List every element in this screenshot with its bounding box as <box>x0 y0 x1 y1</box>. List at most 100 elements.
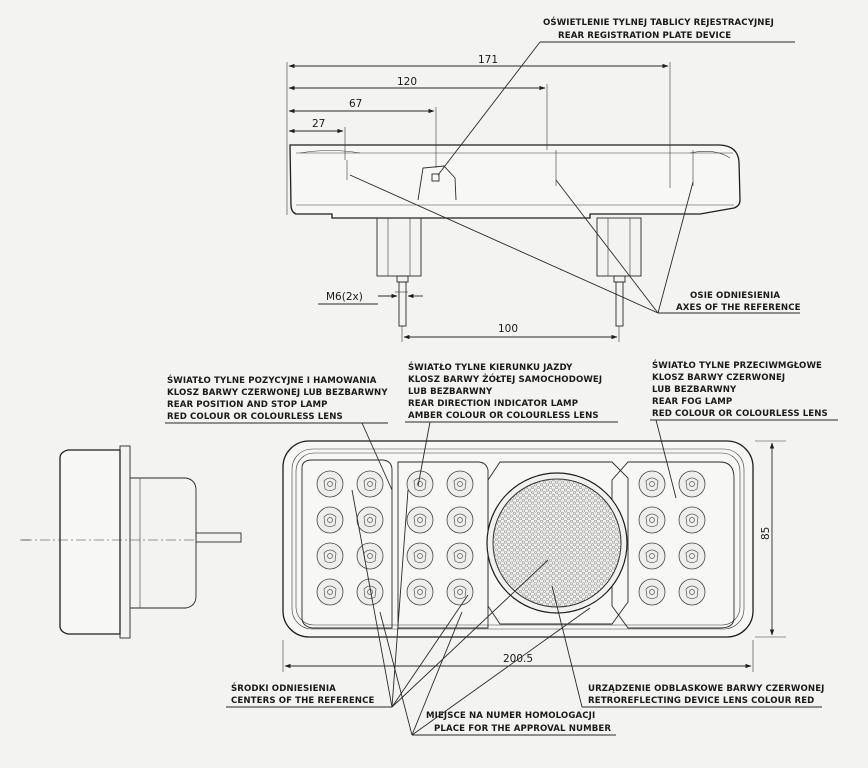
fog-line-4: REAR FOG LAMP <box>652 397 732 407</box>
centers-leader-3 <box>391 594 469 708</box>
front-view: 85 200.5 ŚWIATŁO TYLNE POZYCYJNE I HAMOW… <box>165 359 838 736</box>
reg-plate-label-pl: OŚWIETLENIE TYLNEJ TABLICY REJESTRACYJNE… <box>543 16 774 28</box>
centers-leader-1 <box>351 489 393 708</box>
dimension-85: 85 <box>760 527 772 540</box>
dimension-100: 100 <box>498 323 518 335</box>
compartment-position-stop <box>301 459 393 629</box>
axes-leader-1 <box>349 174 659 314</box>
led-cell <box>638 506 666 534</box>
top-view-lens-curve-right <box>689 151 731 159</box>
top-view: 171 120 67 27 M6(2x) 100 OŚWIETLENIE TYL… <box>286 16 801 342</box>
left-mounting-stud <box>376 217 422 327</box>
led-cell <box>356 578 384 606</box>
led-group-fog <box>638 470 706 606</box>
led-cell <box>446 506 474 534</box>
position-stop-line-2: KLOSZ BARWY CZERWONEJ LUB BEZBARWNY <box>167 388 388 398</box>
thread-size: M6(2x) <box>326 291 363 303</box>
reflector-housing <box>487 461 629 625</box>
label-centers: ŚRODKI ODNIESIENIA CENTERS OF THE REFERE… <box>226 489 549 708</box>
position-stop-line-3: REAR POSITION AND STOP LAMP <box>167 400 328 410</box>
led-cell <box>316 542 344 570</box>
dimension-67: 67 <box>349 98 362 110</box>
direction-line-5: AMBER COLOUR OR COLOURLESS LENS <box>408 411 599 421</box>
axes-leader-2 <box>555 179 659 314</box>
led-cell <box>678 578 706 606</box>
fog-line-5: RED COLOUR OR COLOURLESS LENS <box>652 409 828 419</box>
axes-label-pl: OSIE ODNIESIENIA <box>690 291 780 301</box>
reg-plate-label-en: REAR REGISTRATION PLATE DEVICE <box>558 31 731 41</box>
label-fog: ŚWIATŁO TYLNE PRZECIWMGŁOWE KLOSZ BARWY … <box>650 359 838 499</box>
front-view-lens-edge <box>295 452 741 626</box>
reflex-label-en: RETROREFLECTING DEVICE LENS COLOUR RED <box>588 696 814 706</box>
direction-line-1: ŚWIATŁO TYLNE KIERUNKU JAZDY <box>408 361 573 373</box>
led-cell <box>446 470 474 498</box>
led-cell <box>356 470 384 498</box>
front-view-inner-frame <box>291 448 745 630</box>
reflex-leader <box>551 585 583 708</box>
approval-leader-1 <box>379 611 413 736</box>
led-cell <box>678 542 706 570</box>
led-cell <box>316 470 344 498</box>
plate-light-housing <box>417 165 457 201</box>
led-cell <box>446 578 474 606</box>
approval-leader-3 <box>411 607 591 736</box>
top-view-lens-curve <box>299 150 361 154</box>
led-group-position-stop <box>316 470 384 606</box>
fog-line-3: LUB BEZBARWNY <box>652 385 737 395</box>
side-view-housing <box>130 477 197 609</box>
led-cell <box>638 578 666 606</box>
side-view <box>20 445 242 639</box>
top-view-body <box>289 144 741 219</box>
centers-leader-4 <box>391 559 549 708</box>
reflex-label-pl: URZĄDZENIE ODBLASKOWE BARWY CZERWONEJ <box>588 684 824 694</box>
led-cell <box>638 470 666 498</box>
label-reflex: URZĄDZENIE ODBLASKOWE BARWY CZERWONEJ RE… <box>551 585 824 708</box>
direction-line-3: LUB BEZBARWNY <box>408 387 493 397</box>
plate-light-lamp <box>431 173 440 182</box>
side-view-stud <box>195 532 242 543</box>
approval-leader-2 <box>411 611 463 736</box>
side-view-lens <box>59 449 121 635</box>
direction-line-2: KLOSZ BARWY ŻÓŁTEJ SAMOCHODOWEJ <box>408 373 602 385</box>
direction-line-4: REAR DIRECTION INDICATOR LAMP <box>408 399 578 409</box>
approval-label-en: PLACE FOR THE APPROVAL NUMBER <box>434 724 611 734</box>
direction-leader <box>417 421 431 487</box>
led-cell <box>678 470 706 498</box>
dimension-120: 120 <box>397 76 417 88</box>
retroreflector <box>492 478 622 608</box>
led-cell <box>316 506 344 534</box>
position-stop-leader <box>361 422 393 491</box>
led-cell <box>678 506 706 534</box>
approval-label-pl: MIEJSCE NA NUMER HOMOLOGACJI <box>426 711 595 721</box>
led-cell <box>406 506 434 534</box>
led-cell <box>316 578 344 606</box>
fog-leader <box>655 419 677 499</box>
led-cell <box>406 542 434 570</box>
dimension-171: 171 <box>478 54 498 66</box>
label-position-stop: ŚWIATŁO TYLNE POZYCYJNE I HAMOWANIA KLOS… <box>165 374 393 491</box>
led-cell <box>356 542 384 570</box>
axes-leader-3 <box>657 181 694 314</box>
position-stop-line-4: RED COLOUR OR COLOURLESS LENS <box>167 412 343 422</box>
reg-plate-leader <box>437 41 541 176</box>
led-cell <box>356 506 384 534</box>
label-direction: ŚWIATŁO TYLNE KIERUNKU JAZDY KLOSZ BARWY… <box>405 361 618 487</box>
centers-label-en: CENTERS OF THE REFERENCE <box>231 696 375 706</box>
centers-label-pl: ŚRODKI ODNIESIENIA <box>231 682 336 694</box>
led-cell <box>638 542 666 570</box>
right-mounting-stud <box>596 217 642 327</box>
fog-line-1: ŚWIATŁO TYLNE PRZECIWMGŁOWE <box>652 359 822 371</box>
led-cell <box>406 578 434 606</box>
led-group-direction <box>406 470 474 606</box>
label-approval: MIEJSCE NA NUMER HOMOLOGACJI PLACE FOR T… <box>379 607 616 736</box>
axes-label-en: AXES OF THE REFERENCE <box>676 303 801 313</box>
led-cell <box>406 470 434 498</box>
fog-line-2: KLOSZ BARWY CZERWONEJ <box>652 373 785 383</box>
dimension-27: 27 <box>312 118 325 130</box>
position-stop-line-1: ŚWIATŁO TYLNE POZYCYJNE I HAMOWANIA <box>167 374 377 386</box>
led-cell <box>446 542 474 570</box>
compartment-fog <box>611 461 735 629</box>
side-view-flange <box>119 445 131 639</box>
centers-leader-2 <box>391 489 409 708</box>
